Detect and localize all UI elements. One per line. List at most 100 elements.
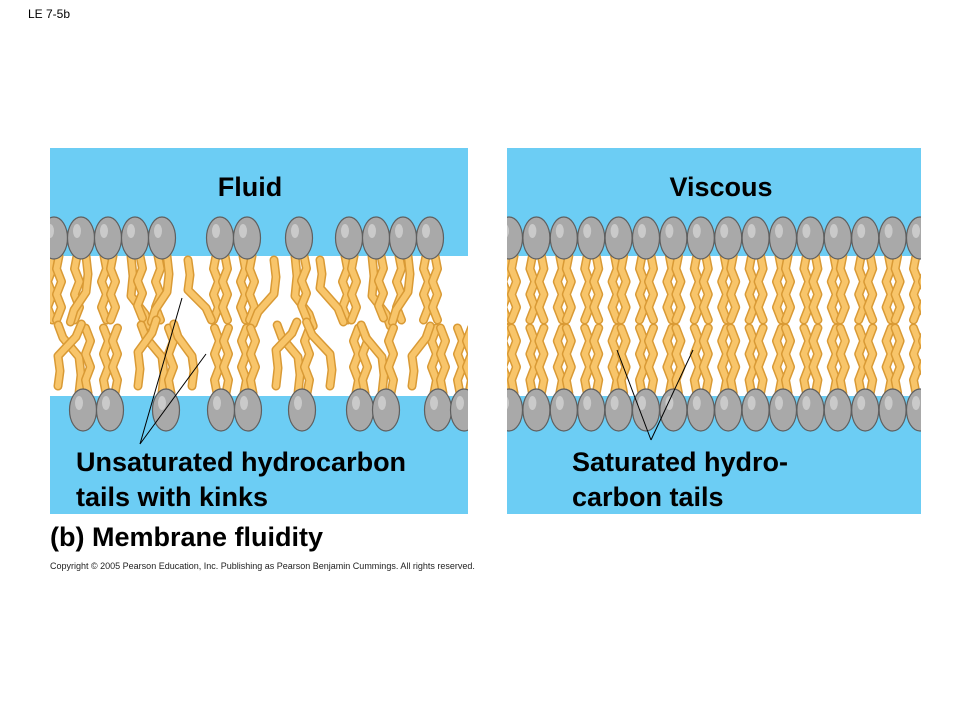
fluid-top-head-5-highlight (212, 224, 220, 238)
viscous-membrane-panel: Viscous Saturated hydro- carbon tails (507, 148, 921, 514)
viscous-bottom-head-11-highlight (802, 396, 810, 410)
fluid-top-head-2-highlight (100, 224, 108, 238)
viscous-bottom-head-7 (687, 389, 714, 431)
fluid-bottom-head-8 (425, 389, 452, 431)
fluid-title: Fluid (150, 172, 350, 203)
viscous-bottom-head-5 (633, 389, 660, 431)
fluid-membrane-panel: Fluid Unsaturated hydrocarbon tails with… (50, 148, 468, 514)
viscous-bottom-head-13 (852, 389, 879, 431)
fluid-top-head-5 (207, 217, 234, 259)
viscous-bottom-head-10-highlight (775, 396, 783, 410)
fluid-top-head-7 (286, 217, 313, 259)
fluid-bottom-head-3-highlight (213, 396, 221, 410)
fluid-top-head-6 (234, 217, 261, 259)
fluid-top-head-1 (68, 217, 95, 259)
viscous-bottom-head-15-highlight (912, 396, 920, 410)
viscous-top-head-11-highlight (802, 224, 810, 238)
viscous-top-head-5 (633, 217, 660, 259)
viscous-bottom-head-8 (715, 389, 742, 431)
viscous-bottom-head-2-highlight (556, 396, 564, 410)
viscous-top-head-13-highlight (857, 224, 865, 238)
fluid-top-head-11 (417, 217, 444, 259)
viscous-top-head-9 (742, 217, 769, 259)
viscous-bottom-head-6 (660, 389, 687, 431)
fluid-top-head-11-highlight (422, 224, 430, 238)
viscous-top-head-8-highlight (720, 224, 728, 238)
fluid-bottom-head-6 (347, 389, 374, 431)
viscous-top-head-2 (550, 217, 577, 259)
viscous-top-head-15-highlight (912, 224, 920, 238)
viscous-top-head-13 (852, 217, 879, 259)
viscous-top-head-4 (605, 217, 632, 259)
fluid-top-head-7-highlight (291, 224, 299, 238)
fluid-top-head-8-highlight (341, 224, 349, 238)
fluid-bottom-head-6-highlight (352, 396, 360, 410)
fluid-top-head-10 (390, 217, 417, 259)
viscous-bottom-head-13-highlight (857, 396, 865, 410)
viscous-top-head-9-highlight (748, 224, 756, 238)
fluid-caption: Unsaturated hydrocarbon tails with kinks (76, 445, 406, 514)
viscous-top-head-5-highlight (638, 224, 646, 238)
viscous-top-head-14-highlight (885, 224, 893, 238)
fluid-bottom-head-7-highlight (378, 396, 386, 410)
fluid-top-head-4 (149, 217, 176, 259)
fluid-bottom-head-0-highlight (75, 396, 83, 410)
fluid-bottom-head-0 (70, 389, 97, 431)
viscous-bottom-head-8-highlight (720, 396, 728, 410)
viscous-bottom-head-7-highlight (693, 396, 701, 410)
viscous-top-head-12-highlight (830, 224, 838, 238)
fluid-bottom-head-1-highlight (102, 396, 110, 410)
viscous-bottom-head-4-highlight (611, 396, 619, 410)
slide-id: LE 7-5b (28, 7, 70, 21)
viscous-top-head-6 (660, 217, 687, 259)
viscous-bottom-head-6-highlight (665, 396, 673, 410)
fluid-bottom-head-2-highlight (158, 396, 166, 410)
viscous-title: Viscous (621, 172, 821, 203)
fluid-top-head-1-highlight (73, 224, 81, 238)
fluid-bottom-head-5 (289, 389, 316, 431)
viscous-bottom-head-3 (578, 389, 605, 431)
fluid-top-head-9 (363, 217, 390, 259)
fluid-bottom-head-9-highlight (456, 396, 464, 410)
viscous-top-head-7 (687, 217, 714, 259)
fluid-bottom-head-4-highlight (240, 396, 248, 410)
viscous-bottom-head-9-highlight (748, 396, 756, 410)
viscous-top-head-10-highlight (775, 224, 783, 238)
fluid-top-head-3 (122, 217, 149, 259)
viscous-top-head-8 (715, 217, 742, 259)
viscous-top-head-2-highlight (556, 224, 564, 238)
viscous-top-head-14 (879, 217, 906, 259)
viscous-top-head-12 (824, 217, 851, 259)
fluid-bottom-head-1 (97, 389, 124, 431)
viscous-top-head-4-highlight (611, 224, 619, 238)
fluid-top-head-8 (336, 217, 363, 259)
fluid-top-head-2 (95, 217, 122, 259)
viscous-top-head-11 (797, 217, 824, 259)
viscous-top-head-6-highlight (665, 224, 673, 238)
fluid-bottom-head-4 (235, 389, 262, 431)
viscous-top-head-1-highlight (528, 224, 536, 238)
viscous-bottom-head-12-highlight (830, 396, 838, 410)
fluid-bottom-head-8-highlight (430, 396, 438, 410)
viscous-top-head-3 (578, 217, 605, 259)
viscous-bottom-head-3-highlight (583, 396, 591, 410)
viscous-caption: Saturated hydro- carbon tails (572, 445, 788, 514)
viscous-bottom-head-1 (523, 389, 550, 431)
fluid-top-head-4-highlight (154, 224, 162, 238)
viscous-bottom-head-9 (742, 389, 769, 431)
fluid-top-head-9-highlight (368, 224, 376, 238)
viscous-bottom-head-11 (797, 389, 824, 431)
fluid-bottom-head-5-highlight (294, 396, 302, 410)
viscous-top-head-3-highlight (583, 224, 591, 238)
fluid-top-head-3-highlight (127, 224, 135, 238)
fluid-bottom-head-3 (208, 389, 235, 431)
viscous-top-head-7-highlight (693, 224, 701, 238)
figure-label: (b) Membrane fluidity (50, 522, 323, 553)
viscous-bottom-head-1-highlight (528, 396, 536, 410)
viscous-bottom-head-14-highlight (885, 396, 893, 410)
viscous-bottom-head-2 (550, 389, 577, 431)
viscous-bottom-head-12 (824, 389, 851, 431)
fluid-top-head-6-highlight (239, 224, 247, 238)
viscous-bottom-head-14 (879, 389, 906, 431)
viscous-bottom-head-4 (605, 389, 632, 431)
